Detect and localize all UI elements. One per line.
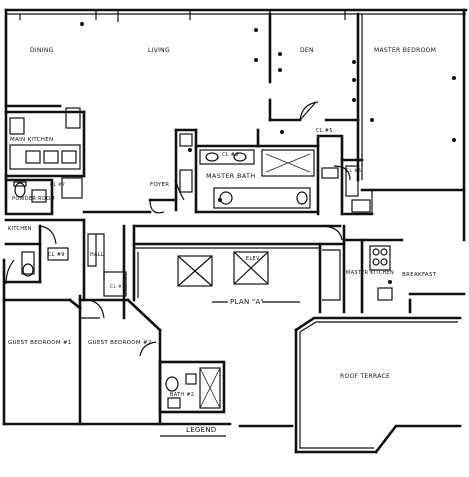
closet-labels: CL #8 CL #5 CL #9 CL #7 CL #6 CL #3 (48, 128, 361, 290)
label-cl-right: CL #6 (346, 168, 361, 174)
left-closet-block (4, 218, 105, 302)
label-foyer: FOYER (150, 182, 169, 188)
label-hall: HALL (90, 252, 104, 258)
label-cl-den: CL #5 (316, 128, 333, 134)
label-master-bath: MASTER BATH (206, 172, 255, 180)
upper-partitions (4, 10, 363, 182)
exterior-walls (2, 8, 468, 428)
label-kitchen2: KITCHEN (8, 226, 32, 232)
label-guest-bedroom-2: GUEST BEDROOM #2 (88, 340, 152, 346)
label-master-kitchen: MASTER KITCHEN (346, 270, 394, 276)
foyer-hall-walls (82, 198, 342, 320)
label-elev: ELEV (246, 256, 260, 262)
kitchen-area (4, 107, 86, 216)
plan-label: PLAN "A" (230, 298, 264, 306)
label-dining: DINING (30, 47, 54, 54)
master-bedroom-closets (340, 158, 466, 216)
label-guest-bedroom-1: GUEST BEDROOM #1 (8, 340, 72, 346)
label-roof-terrace: ROOF TERRACE (340, 373, 390, 380)
label-cl-hall: CL #9 (48, 252, 65, 258)
room-labels: DINING LIVING DEN MASTER BEDROOM MAIN KI… (8, 47, 437, 398)
label-main-kitchen: MAIN KITCHEN (10, 137, 53, 143)
door-swings (5, 101, 351, 357)
legend-label: LEGEND (186, 426, 217, 434)
fixture-marks (80, 22, 456, 284)
label-breakfast: BREAKFAST (402, 272, 437, 278)
guest-bedrooms (2, 271, 226, 426)
label-master-bedroom: MASTER BEDROOM (374, 47, 436, 54)
roof-terrace-outline (294, 316, 462, 454)
label-cl-main: CL #8 (222, 152, 239, 158)
label-bath-2: BATH #2 (170, 392, 194, 398)
label-den: DEN (300, 47, 314, 54)
label-cl-guest: CL #3 (110, 284, 125, 290)
label-cl-mid: CL #7 (50, 182, 65, 188)
master-bath-core (174, 128, 344, 216)
label-powder-room: POWDER ROOM (12, 196, 55, 202)
label-living: LIVING (148, 47, 170, 54)
breakfast-area (318, 224, 466, 314)
